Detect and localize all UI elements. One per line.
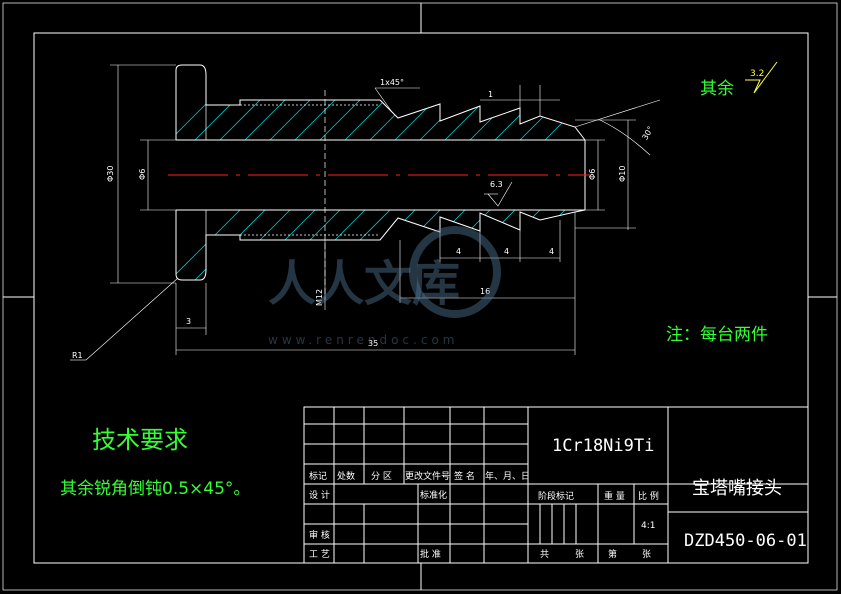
quantity-note: 注：每台两件 (666, 325, 768, 345)
watermark-text: 人人文库 (268, 256, 460, 312)
tb-standardize: 标准化 (420, 489, 447, 501)
dim-bore-left: Φ6 (138, 169, 147, 180)
tb-zone: 分 区 (371, 471, 392, 482)
tb-date: 年、月、日 (485, 470, 530, 482)
dim-step-1: 1 (488, 90, 493, 99)
dimension-lines (70, 64, 661, 361)
dim-chamfer: 1x45° (380, 78, 404, 87)
upper-hatch (176, 65, 575, 140)
dim-length-35: 35 (368, 339, 378, 348)
roughness-bore: 6.3 (490, 180, 503, 189)
tb-drawing-number: DZD450-06-01 (684, 531, 807, 551)
upper-outline (175, 64, 586, 141)
tb-count: 处数 (337, 470, 355, 482)
tb-material: 1Cr18Ni9Ti (552, 436, 654, 456)
dim-tip-diameter: Φ10 (618, 166, 627, 182)
watermark: 人人文库 www.renrendoc.com (268, 226, 501, 347)
tb-mark: 标记 (309, 470, 327, 482)
dim-radius: R1 (72, 351, 83, 360)
tb-stage-mark: 阶段标记 (538, 490, 574, 502)
dim-angle-30: 30° (640, 125, 655, 142)
roughness-value: 3.2 (750, 69, 764, 79)
tb-ratio: 比 例 (638, 490, 659, 502)
tech-requirements-line: 其余锐角倒钝0.5×45°。 (60, 479, 250, 499)
tb-total: 共 (540, 549, 549, 560)
roughness-symbol-icon (745, 61, 778, 94)
dim-pitch-c: 4 (549, 247, 554, 256)
tb-change-doc: 更改文件号 (405, 470, 450, 482)
title-block (303, 406, 809, 564)
tb-scale: 4:1 (641, 521, 655, 531)
centering-marks (3, 3, 837, 590)
tb-approve: 批 准 (420, 548, 441, 560)
dim-length-3: 3 (186, 317, 191, 326)
tb-process: 工 艺 (309, 549, 330, 560)
dim-length-16: 16 (480, 287, 490, 296)
tb-review: 审 核 (309, 529, 330, 541)
tb-sheets: 张 (575, 549, 584, 560)
dim-pitch-b: 4 (504, 247, 509, 256)
dim-bore-right: Φ6 (588, 169, 597, 180)
tb-weight: 重 量 (604, 490, 625, 502)
tb-sheets2: 张 (642, 549, 651, 560)
tb-signature: 签 名 (454, 470, 475, 482)
roughness-label: 其余 (700, 79, 734, 99)
tb-design: 设 计 (309, 489, 330, 501)
watermark-url: www.renrendoc.com (268, 333, 458, 347)
tb-part-name: 宝塔嘴接头 (692, 478, 782, 499)
dim-pitch-a: 4 (456, 247, 461, 256)
tech-requirements-title: 技术要求 (92, 426, 188, 454)
dim-outer-diameter: Φ30 (106, 166, 115, 182)
tb-page: 第 (608, 548, 617, 560)
dim-thread: M12 (315, 289, 324, 306)
